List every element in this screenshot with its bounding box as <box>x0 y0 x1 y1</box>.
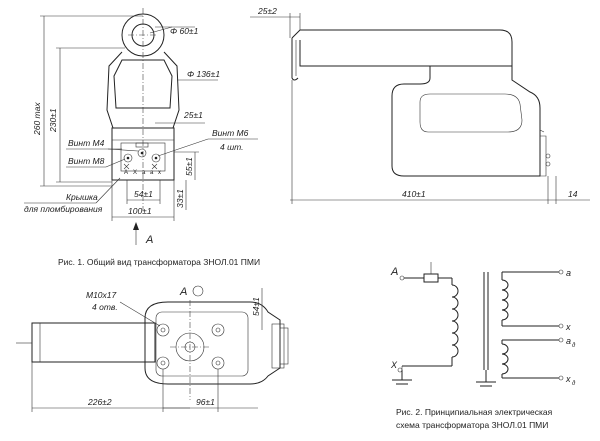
dim-226: 226±2 <box>87 397 112 407</box>
dim-33: 33±1 <box>175 189 185 208</box>
dim-54: 54±1 <box>134 189 153 199</box>
dim-96: 96±1 <box>196 397 215 407</box>
dim-54-bottom: 54±1 <box>251 297 261 316</box>
fig2-caption-line2: схема трансформатора ЗНОЛ.01 ПМИ <box>396 420 548 430</box>
dim-230: 230±1 <box>48 108 58 133</box>
label-screw-m6: Винт М6 <box>212 128 249 138</box>
side-view <box>291 29 551 177</box>
front-view: А Х а а х <box>106 8 180 210</box>
schematic: A X а х а д х д <box>390 262 576 387</box>
dim-100: 100±1 <box>128 206 152 216</box>
front-view-callouts: Винт М4 Винт М8 Винт М6 4 шт. Крышка для… <box>24 128 258 214</box>
label-screw-m6-qty: 4 шт. <box>220 142 244 152</box>
label-cover: Крышка <box>66 192 98 202</box>
plate-letter-a1: а <box>142 170 146 176</box>
dim-14: 14 <box>568 189 578 199</box>
dim-top-25: 25±2 <box>257 6 277 16</box>
terminal-a: а <box>566 268 571 278</box>
bottom-view-a-label: A <box>179 286 187 298</box>
bottom-view-annotations: М10х17 4 отв. A 54±1 226±2 96±1 <box>31 285 263 412</box>
dim-d136: Φ 136±1 <box>187 69 220 79</box>
plate-letter-X: Х <box>133 170 137 176</box>
label-cover-purpose: для пломбирования <box>24 204 103 214</box>
dim-25: 25±1 <box>183 110 203 120</box>
plate-letter-x: х <box>158 170 161 176</box>
terminal-A: A <box>390 266 398 278</box>
dim-55: 55±1 <box>184 157 194 176</box>
label-screw-m4: Винт М4 <box>68 138 105 148</box>
bottom-view <box>16 300 289 400</box>
fig2-caption-line1: Рис. 2. Принципиальная электрическая <box>396 407 553 417</box>
front-view-dimensions: 260 max 230±1 Φ 60±1 Φ 136±1 25±1 55±1 3… <box>32 15 220 246</box>
dim-260max: 260 max <box>32 102 42 136</box>
dim-410: 410±1 <box>402 189 426 199</box>
side-view-dimensions: 25±2 410±1 14 <box>250 6 590 204</box>
terminal-xd-sub: д <box>572 381 576 387</box>
label-holes: 4 отв. <box>92 302 118 312</box>
plate-letter-a2: а <box>150 170 154 176</box>
terminal-X: X <box>390 360 398 370</box>
dim-d60: Φ 60±1 <box>170 26 199 36</box>
label-screw-m8: Винт М8 <box>68 156 105 166</box>
terminal-ad: а <box>566 336 571 346</box>
terminal-xd: х <box>565 374 571 384</box>
fig1-caption: Рис. 1. Общий вид трансформатора ЗНОЛ.01… <box>58 257 260 267</box>
terminal-ad-sub: д <box>572 343 576 349</box>
view-a-label: A <box>145 234 153 246</box>
label-thread: М10х17 <box>86 290 117 300</box>
terminal-x: х <box>565 322 571 332</box>
plate-letter-A: А <box>124 170 128 176</box>
